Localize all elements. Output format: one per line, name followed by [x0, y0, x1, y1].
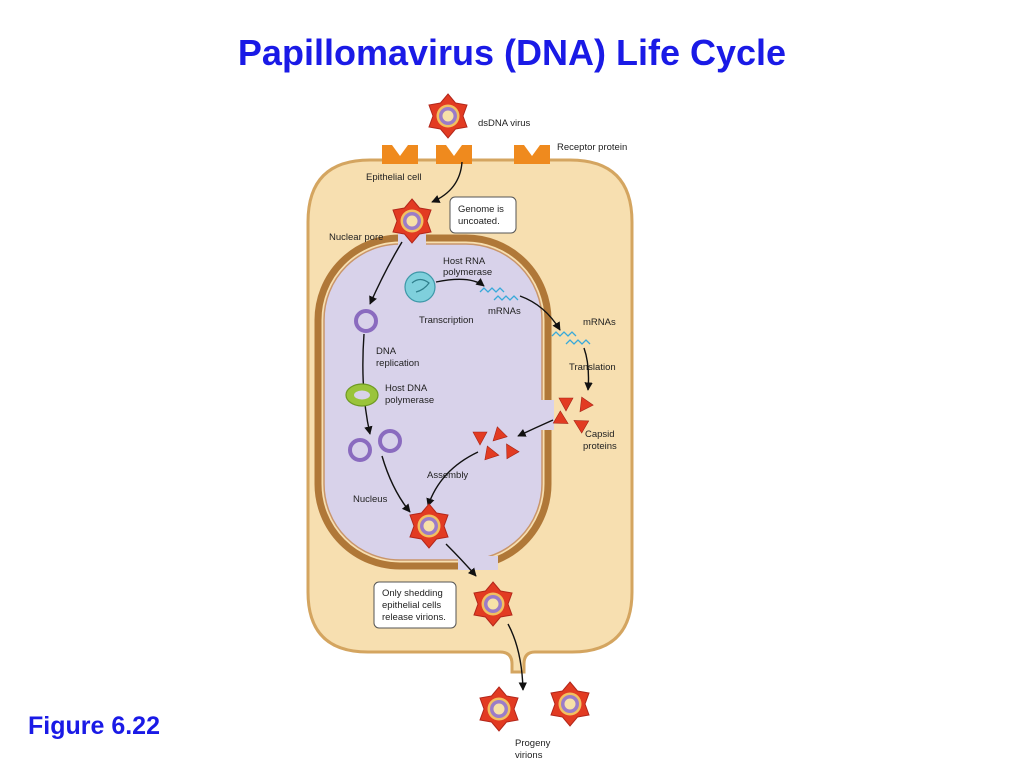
shedding-line1: Only shedding [382, 588, 443, 599]
arrow-capsid-import [517, 419, 554, 437]
slide-title: Papillomavirus (DNA) Life Cycle [237, 32, 787, 73]
assembly-label: Assembly [427, 470, 468, 481]
progeny-virion-icon-1 [479, 686, 519, 732]
host-rna-polymerase-line2: polymerase [443, 267, 492, 278]
host-rna-polymerase-icon [404, 271, 436, 303]
arrow-transcription [435, 278, 485, 287]
capsid-proteins-line1: Capsid [585, 429, 615, 440]
epithelial-cell-label: Epithelial cell [366, 172, 421, 183]
arrow-capsids-to-assembly [426, 451, 479, 507]
receptor-proteins [382, 145, 550, 164]
arrow-translation [583, 347, 593, 391]
arrow-virion-exit [445, 543, 477, 577]
genome-uncoated-line1: Genome is [458, 204, 504, 215]
arrow-entry [431, 161, 463, 203]
host-dna-polymerase-hole [354, 390, 370, 400]
host-rna-polymerase-line1: Host RNA [443, 256, 486, 267]
figure-label: Figure 6.22 [28, 712, 160, 740]
viral-genome-icon [354, 309, 378, 333]
shedding-line3: release virions. [382, 612, 446, 623]
receptor-protein-1 [382, 145, 418, 164]
mrnas-outer-label: mRNAs [583, 317, 616, 328]
arrow-virion-release [507, 623, 528, 691]
arrow-genomes-to-assembly [381, 455, 411, 513]
nucleus-label: Nucleus [353, 494, 388, 505]
genome-uncoated-line2: uncoated. [458, 216, 500, 227]
receptor-protein-3 [514, 145, 550, 164]
progeny-line1: Progeny [515, 738, 551, 749]
arrow-mrna-export [519, 295, 561, 331]
host-dna-polymerase-line1: Host DNA [385, 383, 428, 394]
capsid-proteins-line2: proteins [583, 441, 617, 452]
mrnas-inner-label: mRNAs [488, 306, 521, 317]
receptor-protein-2 [436, 145, 472, 164]
replicated-genome-icon-1 [348, 438, 372, 462]
genome-uncoated-callout [449, 196, 517, 234]
host-dna-polymerase-line2: polymerase [385, 395, 434, 406]
host-rna-polymerase-cleft [411, 278, 430, 293]
progeny-virion-icon-2 [550, 681, 590, 727]
dna-replication-line1: DNA [376, 346, 397, 357]
transcription-label: Transcription [419, 315, 474, 326]
progeny-line2: virions [515, 750, 543, 761]
receptor-protein-label: Receptor protein [557, 142, 627, 153]
shedding-line2: epithelial cells [382, 600, 441, 611]
mrna-outer-icon [551, 331, 591, 345]
dsdna-virus-label: dsDNA virus [478, 118, 531, 129]
shedding-callout [373, 581, 457, 629]
replicated-genome-icon-2 [378, 429, 402, 453]
arrow-genome-import [369, 241, 403, 305]
dsdna-virus-icon [428, 93, 468, 139]
mrna-inner-icon [479, 287, 519, 301]
nuclear-envelope-gap-right [540, 400, 554, 430]
translation-label: Translation [569, 362, 616, 373]
dna-replication-line2: replication [376, 358, 419, 369]
nuclear-pore-label: Nuclear pore [329, 232, 383, 243]
